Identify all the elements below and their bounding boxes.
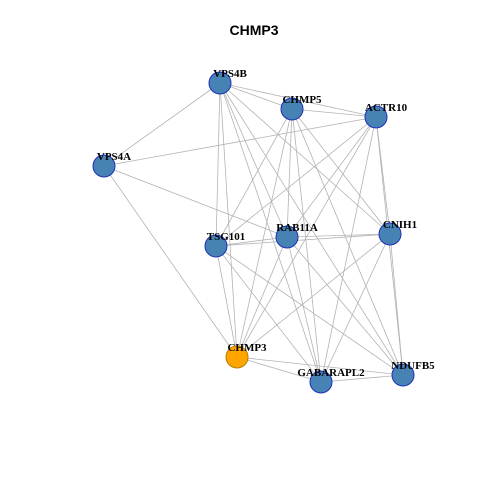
node-label-vps4a: VPS4A — [97, 151, 131, 163]
node-label-chmp3: CHMP3 — [227, 342, 267, 354]
edge-chmp3-ndufb5 — [236, 356, 404, 376]
edge-chmp5-gabarapl2 — [291, 108, 322, 383]
edge-vps4b-vps4a — [103, 82, 221, 167]
edge-layer — [103, 82, 404, 383]
edge-rab11a-cnih1 — [286, 233, 391, 238]
edge-tsg101-gabarapl2 — [215, 245, 322, 383]
edge-vps4b-cnih1 — [219, 82, 391, 235]
edge-chmp5-tsg101 — [215, 108, 293, 247]
node-vps4b — [208, 71, 232, 95]
node-label-cnih1: CNIH1 — [383, 219, 417, 231]
node-label-chmp5: CHMP5 — [282, 94, 322, 106]
node-tsg101 — [204, 234, 228, 258]
node-label-rab11a: RAB11A — [276, 222, 318, 234]
edge-vps4b-chmp5 — [219, 82, 293, 110]
node-label-actr10: ACTR10 — [365, 102, 408, 114]
edge-chmp5-actr10 — [291, 108, 377, 118]
node-chmp3 — [225, 345, 249, 369]
node-gabarapl2 — [309, 370, 333, 394]
node-label-vps4b: VPS4B — [213, 68, 247, 80]
edge-tsg101-rab11a — [215, 236, 288, 247]
edge-cnih1-ndufb5 — [389, 233, 404, 376]
edge-actr10-tsg101 — [215, 116, 377, 247]
edge-chmp5-rab11a — [286, 108, 293, 238]
node-actr10 — [364, 105, 388, 129]
edge-tsg101-ndufb5 — [215, 245, 404, 376]
node-ndufb5 — [391, 363, 415, 387]
edge-tsg101-chmp3 — [215, 245, 238, 358]
node-rab11a — [275, 225, 299, 249]
diagram-title: CHMP3 — [229, 22, 278, 38]
edge-actr10-ndufb5 — [375, 116, 404, 376]
edge-chmp5-chmp3 — [236, 108, 293, 358]
node-label-tsg101: TSG101 — [207, 231, 246, 243]
edge-cnih1-gabarapl2 — [320, 233, 391, 383]
edge-vps4b-chmp3 — [219, 82, 238, 358]
edge-actr10-rab11a — [286, 116, 377, 238]
edge-chmp5-cnih1 — [291, 108, 391, 235]
node-vps4a — [92, 154, 116, 178]
node-layer — [92, 71, 415, 394]
edge-actr10-vps4a — [103, 116, 377, 167]
node-label-gabarapl2: GABARAPL2 — [297, 367, 365, 379]
edge-tsg101-cnih1 — [215, 233, 391, 247]
edge-vps4a-chmp3 — [103, 165, 238, 358]
edge-rab11a-gabarapl2 — [286, 236, 322, 383]
edge-vps4a-rab11a — [103, 165, 288, 238]
edge-actr10-gabarapl2 — [320, 116, 377, 383]
edge-gabarapl2-ndufb5 — [320, 374, 404, 383]
edge-rab11a-chmp3 — [236, 236, 288, 358]
edge-vps4b-gabarapl2 — [219, 82, 322, 383]
node-cnih1 — [378, 222, 402, 246]
edge-rab11a-ndufb5 — [286, 236, 404, 376]
edge-actr10-chmp3 — [236, 116, 377, 358]
node-label-ndufb5: NDUFB5 — [391, 360, 435, 372]
edge-vps4b-rab11a — [219, 82, 288, 238]
edge-cnih1-chmp3 — [236, 233, 391, 358]
edge-vps4b-tsg101 — [215, 82, 221, 247]
node-chmp5 — [280, 97, 304, 121]
edge-chmp3-gabarapl2 — [236, 356, 322, 383]
edge-chmp5-ndufb5 — [291, 108, 404, 376]
